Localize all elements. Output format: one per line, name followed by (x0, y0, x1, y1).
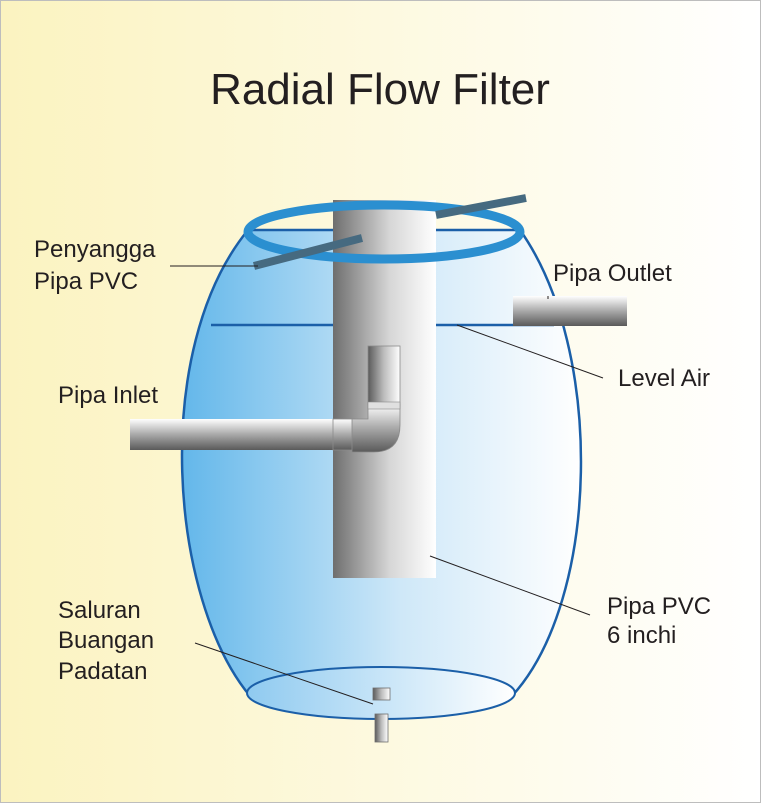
label-drain-line2: Buangan (58, 627, 154, 654)
label-center-pipe-line1: Pipa PVC (607, 593, 711, 620)
label-inlet: Pipa Inlet (58, 382, 158, 409)
label-drain-line1: Saluran (58, 597, 141, 624)
inlet-riser-joint (367, 401, 401, 410)
diagram-title: Radial Flow Filter (210, 65, 550, 114)
top-ring (243, 200, 525, 264)
label-water-level: Level Air (618, 365, 710, 392)
support-bar-right (435, 194, 527, 219)
label-outlet: Pipa Outlet (553, 260, 672, 287)
support-bar-left (252, 234, 364, 270)
leader-drain (194, 642, 374, 705)
label-support-line2: Pipa PVC (34, 268, 138, 295)
label-drain-line3: Padatan (58, 658, 147, 685)
leader-center-pipe (429, 555, 591, 616)
drain-pipe-top (372, 687, 391, 701)
drain-pipe-bottom (374, 713, 389, 743)
inlet-pipe (130, 419, 335, 450)
leader-water-level (456, 324, 604, 379)
outlet-pipe (513, 296, 627, 326)
inlet-riser-pipe (367, 345, 401, 407)
label-support-line1: Penyangga (34, 236, 156, 263)
label-center-pipe-line2: 6 inchi (607, 622, 676, 649)
